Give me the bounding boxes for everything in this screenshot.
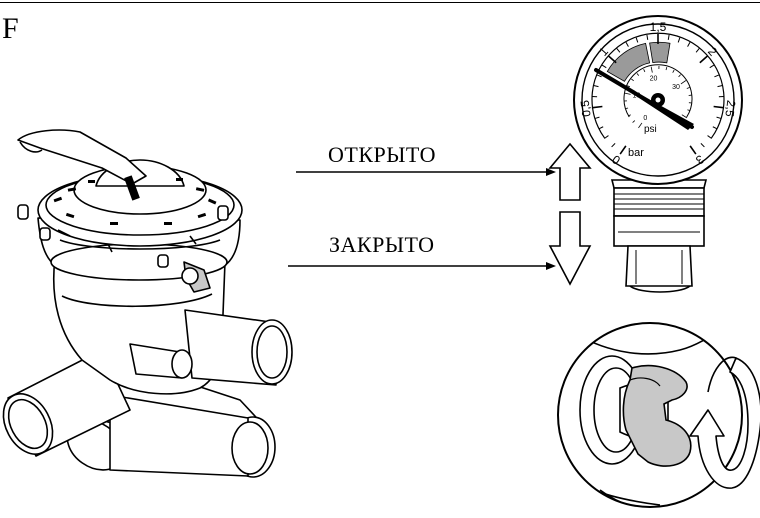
gauge-psi-tick [643, 69, 646, 73]
multiport-valve-illustration [2, 129, 293, 478]
gauge-bar-tick [608, 55, 617, 64]
gauge-bar-tick [667, 34, 670, 40]
gauge-bar-tick [596, 74, 602, 78]
closed-pointer-head [546, 262, 556, 270]
gauge-bar-unit: bar [628, 147, 644, 159]
gauge-bar-tick [707, 135, 712, 139]
gauge-psi-tick [650, 66, 653, 73]
gauge-bar-tick [713, 105, 724, 109]
gauge-bar-tick [695, 48, 700, 53]
gauge-psi-tick-label: 30 [672, 84, 680, 91]
arrow-up-outline-icon [548, 142, 592, 201]
gauge-bar-tick [646, 34, 649, 40]
gauge-bar-tick [601, 64, 607, 69]
gauge-psi-tick [678, 74, 681, 78]
gauge-bar-tick [635, 37, 639, 43]
gauge-bar-tick [717, 85, 723, 88]
gauge-bar-tick [716, 116, 722, 120]
gauge-psi-ticks [624, 66, 692, 129]
gauge-psi-tick [631, 78, 634, 82]
gauge-psi-tick-label: 0 [643, 115, 647, 122]
gauge-bar-tick [604, 135, 609, 139]
gauge-bar-tick-label: 1,5 [650, 20, 667, 34]
pressure-gauge-icon: 00,511,522,53 0102030 bar psi [573, 15, 743, 293]
wing-knob-icon [622, 364, 692, 467]
gauge-psi-tick [625, 107, 629, 110]
gauge-psi-tick [627, 85, 631, 88]
gauge-bar-tick [594, 116, 600, 120]
closed-label: ЗАКРЫТО [329, 232, 435, 257]
gauge-psi-tick [680, 80, 687, 85]
gauge-bar-tick [687, 42, 691, 47]
gauge-bar-tick [700, 143, 705, 148]
valve-dial-marks [53, 175, 217, 225]
gauge-bar-tick [709, 64, 715, 69]
gauge-psi-tick [632, 120, 636, 123]
gauge-bar-tick [699, 55, 708, 64]
figure-letter: F [2, 12, 19, 45]
rotate-arrow-icon [689, 356, 760, 489]
gauge-psi-tick [672, 69, 675, 73]
gauge-bar-tick-label: 2,5 [722, 99, 738, 118]
gauge-psi-tick [638, 122, 643, 129]
gauge-psi-tick [687, 109, 691, 112]
gauge-bar-tick [592, 105, 603, 109]
gauge-psi-tick [681, 114, 688, 119]
gauge-bar-tick [619, 145, 627, 155]
gauge-bar-tick [677, 37, 681, 43]
gauge-psi-tick [686, 87, 690, 89]
gauge-bar-ticks [592, 34, 724, 155]
gauge-psi-unit: psi [644, 124, 657, 135]
gauge-psi-tick [627, 114, 631, 117]
gauge-bar-tick [593, 85, 599, 88]
gauge-psi-tick-label: 20 [650, 75, 658, 82]
knob-detail [557, 322, 743, 508]
gauge-zone-low [606, 42, 651, 82]
open-pointer-head [546, 168, 556, 176]
gauge-bar-tick-label: 0,5 [578, 99, 594, 118]
gauge-bar-tick [598, 126, 604, 130]
gauge-bar-tick [616, 48, 621, 53]
gauge-bar-tick [712, 126, 718, 130]
top-rule [0, 2, 760, 3]
gauge-bar-tick [625, 42, 629, 47]
gauge-psi-tick [665, 67, 668, 71]
gauge-zone-high [649, 41, 671, 64]
gauge-bar-tick [714, 74, 720, 78]
gauge-psi-tick [636, 73, 640, 76]
gauge-psi-tick [624, 92, 631, 95]
gauge-bar-tick [689, 145, 697, 155]
arrow-down-outline-icon [548, 211, 592, 286]
gauge-bar-tick [611, 143, 616, 148]
open-label: ОТКРЫТО [328, 142, 436, 167]
